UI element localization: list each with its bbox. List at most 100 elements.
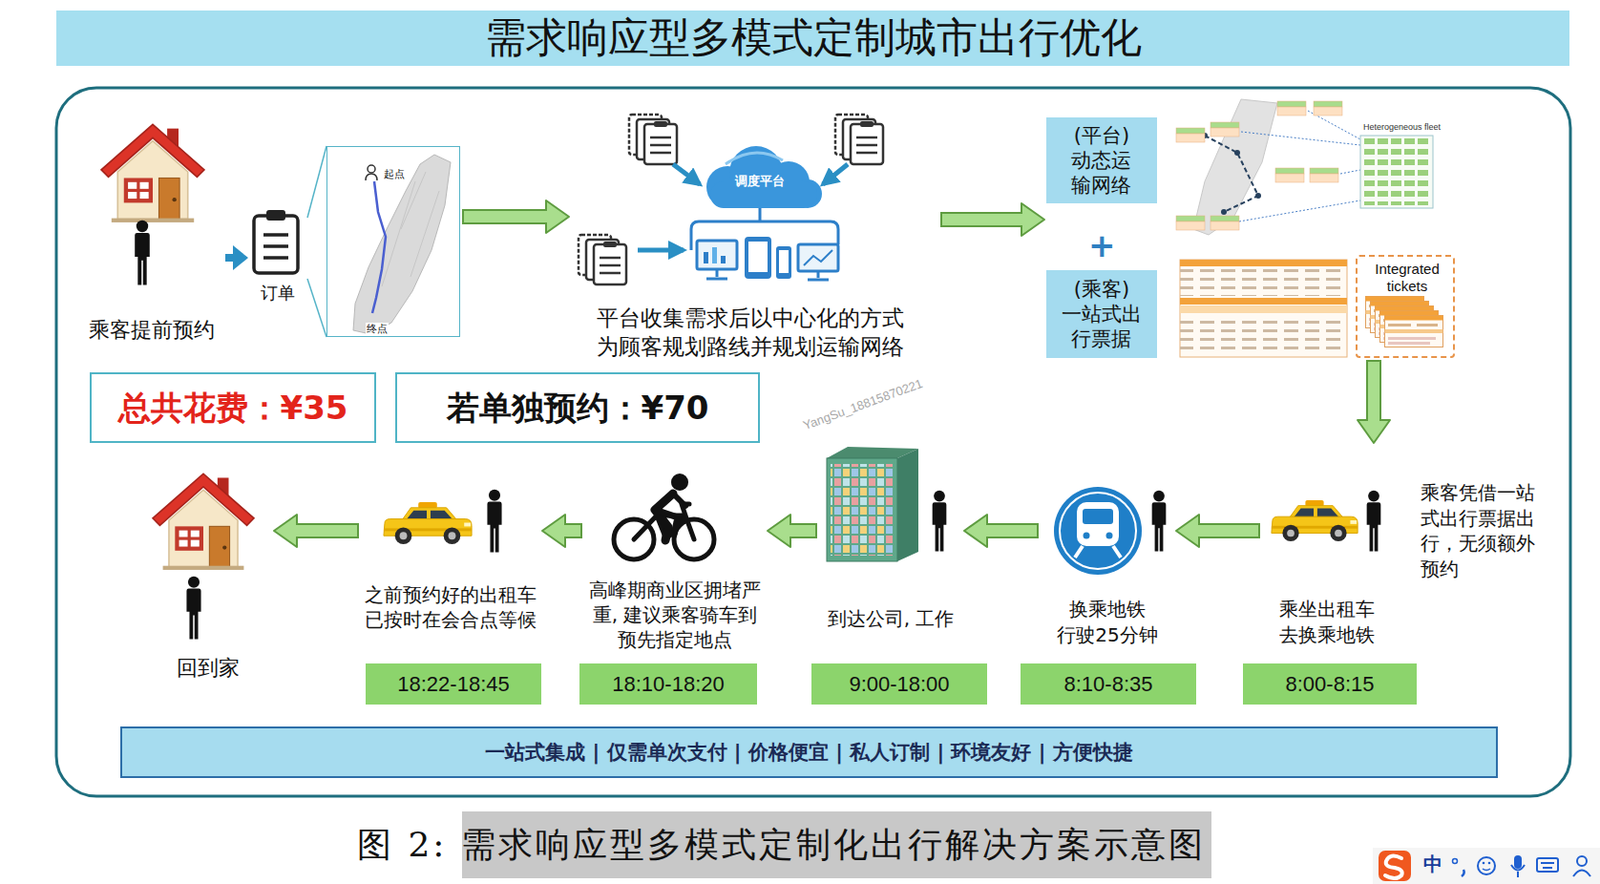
subway-icon-part	[1074, 546, 1121, 558]
cyclist-icon-part	[671, 473, 689, 491]
time-box-text: 18:10-18:20	[611, 671, 724, 698]
home-step-text: 回到家	[176, 654, 240, 682]
home-step: 回到家	[143, 444, 273, 684]
network-picture-part	[1176, 133, 1205, 143]
time-box-text: 9:00-18:00	[848, 671, 949, 698]
plus-sign: +	[1088, 225, 1116, 267]
total-cost-box: 总共花费：¥35	[89, 372, 377, 443]
figure-caption: 图 2: 需求响应型多模式定制化出行解决方案示意图	[357, 811, 1212, 879]
title-band	[56, 10, 1570, 66]
subway-step: 换乘地铁 行驶25分钟8:10-8:35	[1040, 444, 1175, 707]
taxi-pickup-icon-part	[486, 489, 502, 553]
watermark: YangSu_18815870221	[800, 376, 926, 434]
time-box-text: 8:10-8:35	[1064, 671, 1154, 698]
booking-step: 乘客提前预约	[80, 112, 224, 346]
platform-picture-part	[822, 164, 848, 185]
ime-toolbar-part	[1378, 850, 1411, 882]
network-box-text: 动态运输网络	[1068, 147, 1135, 199]
platform-picture-part	[720, 255, 726, 264]
flow-arrow	[767, 514, 818, 548]
office-icon-part	[932, 490, 948, 552]
taxi-pickup-step-text: 之前预约好的出租车已按时在会合点等候	[361, 582, 540, 632]
network-picture-part	[1204, 135, 1259, 212]
platform-picture-part	[798, 244, 839, 272]
ticket-stack	[1366, 296, 1444, 348]
arrow-head	[1021, 203, 1045, 236]
platform-picture-part	[748, 241, 768, 273]
home-return-icon-part	[186, 576, 201, 640]
network-picture-part	[1363, 138, 1431, 206]
flow-arrow	[462, 200, 569, 233]
arrow-head	[1357, 420, 1390, 443]
network-picture-part	[1234, 149, 1241, 156]
office-icon-part	[830, 463, 894, 556]
time-box: 9:00-18:00	[811, 663, 988, 705]
clipboard-icon-part	[263, 232, 289, 237]
arrow-body	[1368, 361, 1380, 422]
flow-arrow	[1176, 514, 1261, 548]
platform-picture-part	[807, 271, 829, 280]
platform-picture-part	[637, 248, 684, 253]
platform-picture-part	[696, 240, 737, 270]
office-step: 到达公司, 工作9:00-18:00	[819, 444, 963, 707]
time-box-text: 8:00-8:15	[1285, 671, 1375, 698]
bike-step-text: 高峰期商业区拥堵严重, 建议乘客骑车到预先指定地点	[586, 577, 764, 653]
dispatch-platform-text: 平台收集需求后以中心化的方式为顾客规划路线并规划运输网络	[591, 303, 908, 361]
map-picture-part	[353, 154, 451, 335]
network-picture-part	[1313, 101, 1343, 107]
ime-toolbar-part	[1488, 862, 1492, 865]
order-icon: 订单	[250, 202, 306, 314]
platform-picture-part	[725, 152, 783, 165]
network-picture-part	[1210, 122, 1240, 128]
subway-icon-part	[1152, 490, 1167, 552]
arrow-body	[307, 146, 327, 218]
network-box-text: (平台)	[1073, 123, 1130, 148]
network-picture-part	[1309, 173, 1339, 183]
subway-icon-part	[1059, 492, 1137, 569]
network-picture-part	[1255, 192, 1262, 199]
ticket-table-part	[1179, 297, 1348, 305]
ime-toolbar-part	[1477, 857, 1495, 875]
map-picture	[353, 154, 451, 335]
title-text: 需求响应型多模式定制城市出行优化	[56, 10, 1570, 66]
platform-picture-part	[703, 252, 709, 264]
ticket-table-part	[1179, 305, 1348, 314]
taxi-pickup-step: 之前预约好的出租车已按时在会合点等候18:22-18:45	[360, 444, 541, 707]
ime-toolbar-part	[1577, 856, 1587, 866]
subway-icon	[1053, 486, 1166, 575]
taxi-pickup-icon-part	[383, 502, 472, 545]
flow-arrow	[225, 245, 249, 271]
separate-cost-box: 若单独预约：¥70	[395, 372, 760, 443]
home-return-icon-part	[152, 473, 254, 570]
platform-picture-part	[778, 250, 789, 274]
route-map-text: 起点	[382, 168, 406, 181]
flow-arrow	[964, 514, 1039, 548]
arrow-head	[1176, 514, 1200, 548]
platform-picture-part	[578, 234, 627, 285]
clipboard-icon-part	[263, 255, 289, 260]
arrow-head	[542, 514, 566, 548]
taxi-icon-part	[1271, 500, 1358, 542]
arrow-body	[563, 525, 581, 537]
subway-icon-part	[1083, 532, 1091, 540]
network-picture-part	[1193, 99, 1278, 235]
ime-toolbar-part	[1482, 862, 1486, 865]
fleet-label: Heterogeneous fleet	[1363, 122, 1441, 133]
time-box: 18:10-18:20	[579, 663, 758, 705]
arrow-body	[294, 525, 358, 537]
taxi-icon-part	[1367, 490, 1382, 552]
subway-icon-part	[1076, 502, 1119, 547]
ime-toolbar-part	[1461, 869, 1465, 877]
ime-toolbar-part	[1482, 868, 1491, 871]
ticket-table-part	[1179, 268, 1348, 296]
taxi-step-text: 乘坐出租车去换乘地铁	[1276, 596, 1378, 649]
integrated-tickets: Integrated tickets	[1355, 254, 1455, 358]
home-icon-part	[134, 220, 150, 286]
office-icon-part	[897, 448, 919, 562]
ticket-table-part	[1179, 259, 1348, 358]
network-picture-part	[1277, 101, 1306, 107]
ime-toolbar-part	[1536, 858, 1558, 872]
arrow-head	[964, 514, 988, 548]
